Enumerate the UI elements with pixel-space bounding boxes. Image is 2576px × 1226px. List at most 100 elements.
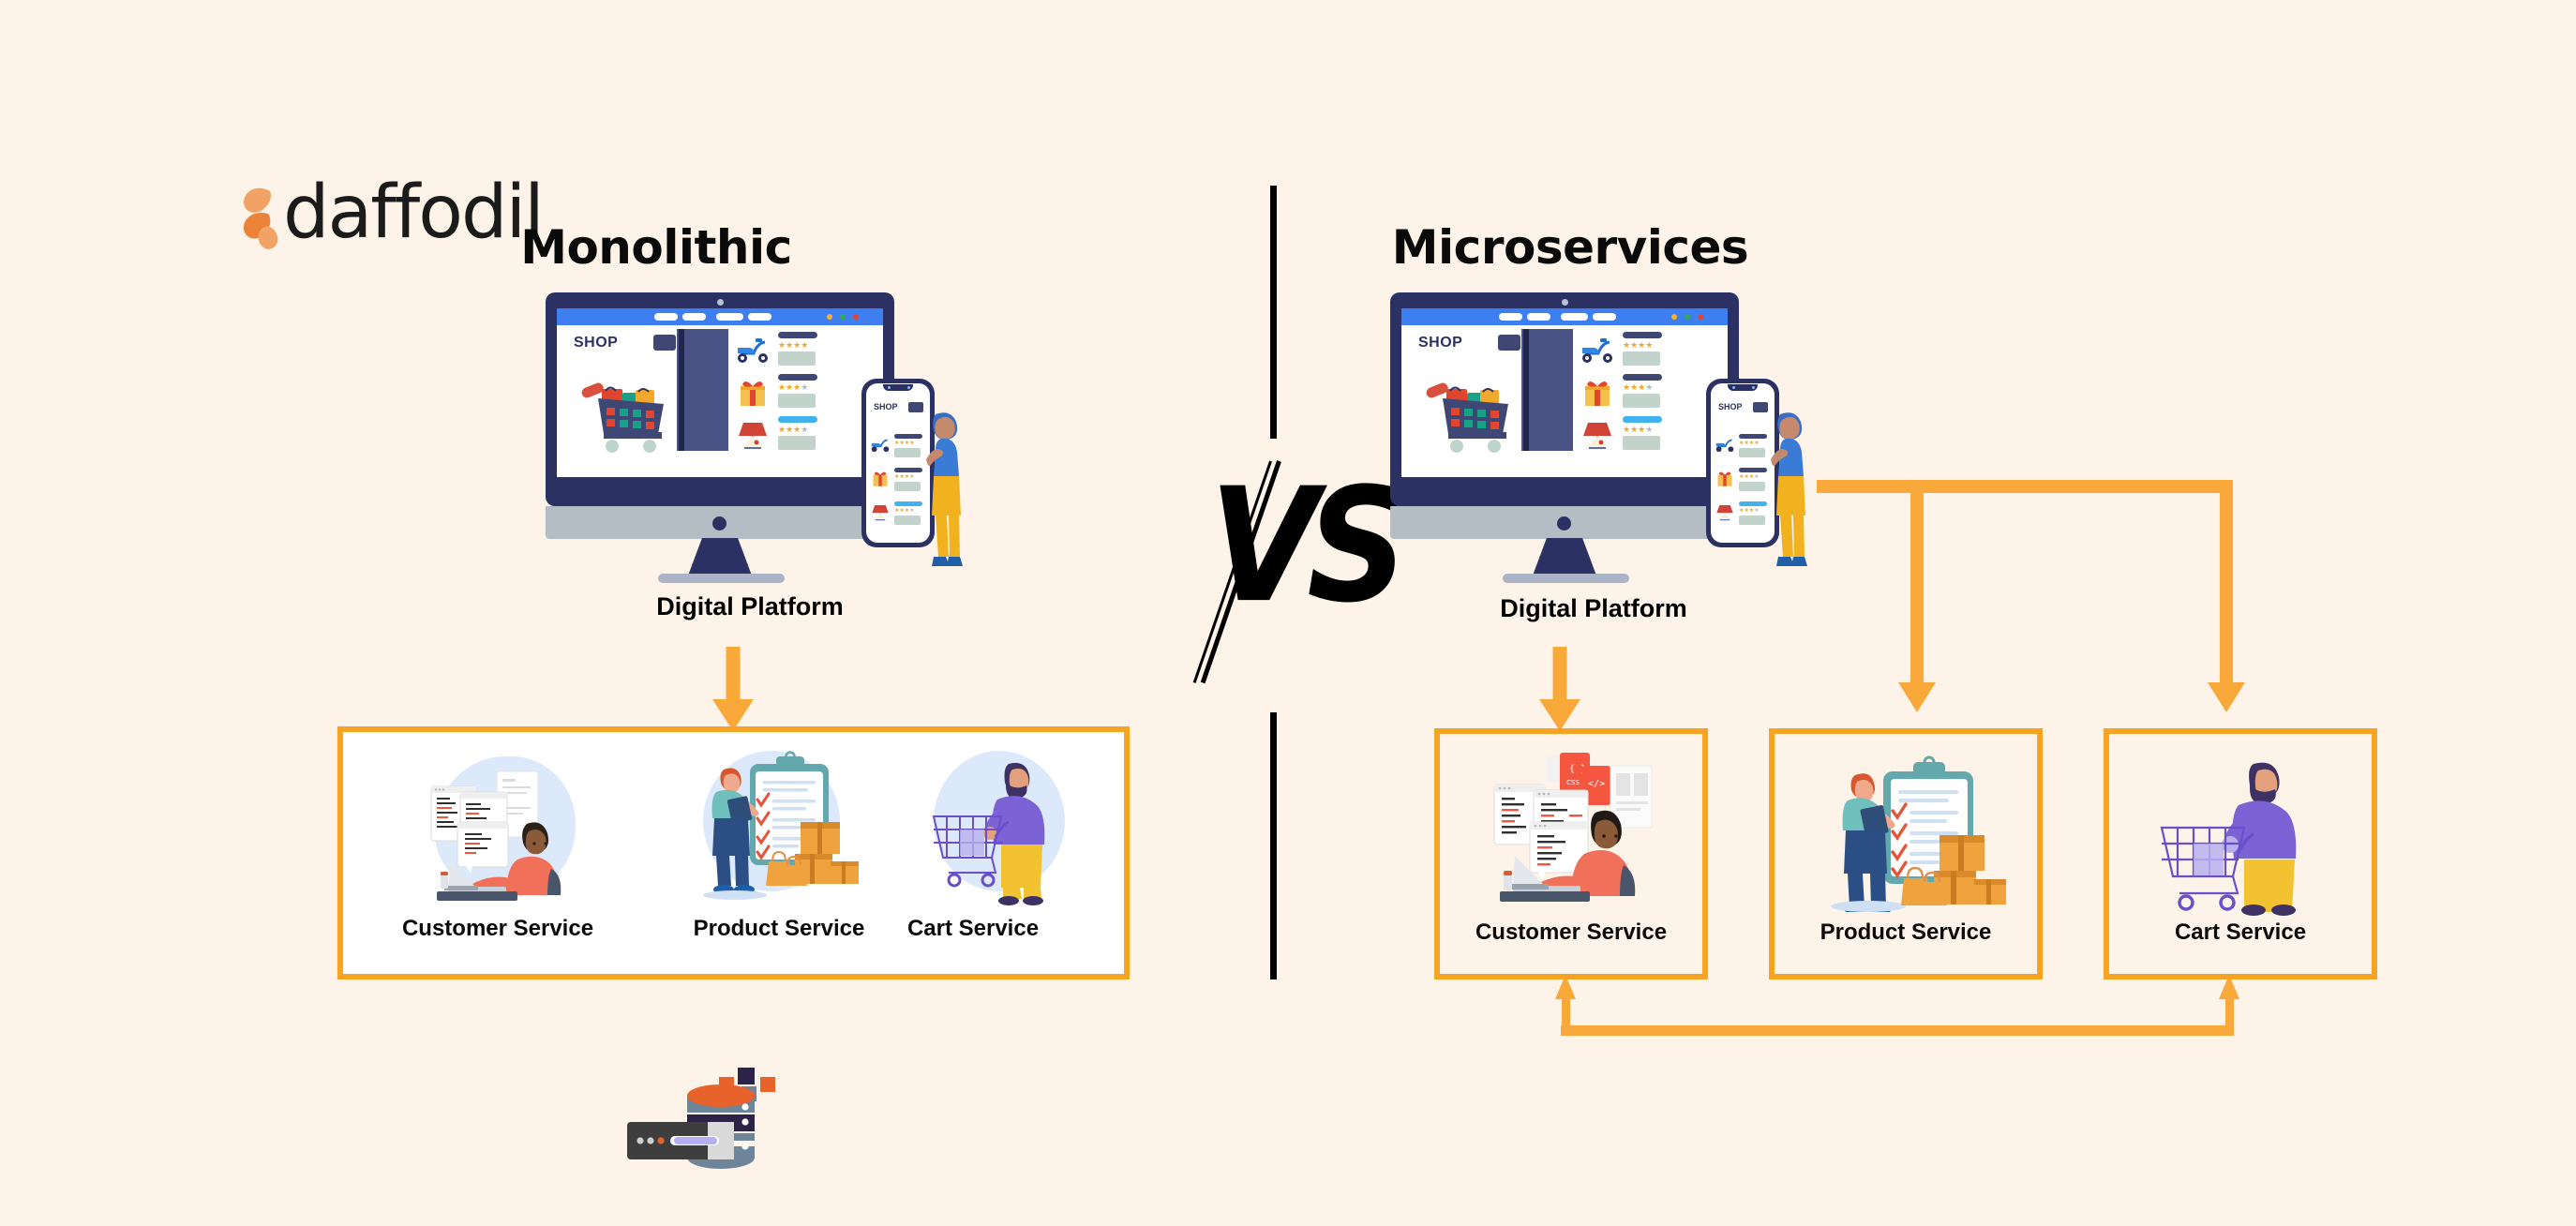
right-digital-platform-label: Digital Platform [1500,594,1687,622]
divider-line-top [1270,186,1277,439]
gift-box-icon [1585,381,1610,406]
monolithic-title: Monolithic [520,220,792,275]
service-bus-horizontal [1817,480,2233,493]
svg-text:CSS: CSS [1566,779,1580,786]
page-sidebar-block [677,329,728,451]
product-row: ★★★★ [735,415,876,453]
phone-screen: SHOP ★★★★ ★★★★ [866,383,930,543]
woman-browsing-phone-icon [1771,412,1807,566]
shop-tag-icon [1498,335,1520,351]
scooter-icon [871,439,890,453]
daffodil-petal-icon [243,187,278,249]
daffodil-logo: daffodil [242,171,545,264]
monolithic-device-illustration: SHOP [546,292,977,592]
vs-label: VS [1209,455,1408,638]
rating-stars: ★★★★ [1623,340,1654,350]
rating-stars: ★★★★ [1623,382,1654,392]
cart-service-arrow-head [2208,682,2245,712]
monitor-screen: SHOP [1401,308,1728,477]
monitor-body: SHOP [546,292,894,506]
phone-product-row: ★★★★ [1715,500,1773,528]
microservices-device-illustration: SHOP [1390,292,1821,592]
svg-text:{ }: { } [1569,764,1586,774]
gift-box-icon [741,381,765,406]
phone-shop-label: SHOP [874,402,898,411]
phone-product-row: ★★★★ [870,500,928,528]
return-right-riser [2225,994,2234,1031]
divider-line-bottom [1270,712,1277,979]
shop-tag-icon [653,335,676,351]
microservices-title: Microservices [1391,220,1749,275]
rating-stars: ★★★★ [1623,425,1654,434]
service-label: Customer Service [1475,920,1668,945]
table-lamp-icon [1583,423,1611,449]
table-lamp-icon [739,423,767,449]
cart-service-illustration [915,747,1084,911]
monitor-stand [688,538,752,576]
shop-label: SHOP [574,335,619,351]
phone-product-row: ★★★★ [870,432,928,460]
gift-box-icon [1717,471,1732,486]
service-label: Product Service [693,916,865,941]
service-return-bus [1561,1025,2234,1036]
phone-shop-label: SHOP [1718,402,1743,411]
connector-to-product-service [1910,480,1924,688]
service-label: Product Service [1820,920,1992,945]
monitor-stand [1533,538,1596,576]
service-label: Cart Service [2174,920,2307,945]
phone-product-row: ★★★★ [870,466,928,494]
return-right-arrow-head [2219,975,2239,999]
microservice-box-product: Product Service [1769,728,2043,979]
product-row: ★★★★ [1580,331,1720,368]
return-left-riser [1562,994,1570,1031]
scooter-icon [738,338,768,363]
rating-stars: ★★★★ [778,425,809,434]
product-row: ★★★★ [1580,415,1720,453]
logo-wordmark: daffodil [283,171,545,255]
monolithic-services-container: Customer Service [337,726,1130,979]
product-list: ★★★★ ★★★★ [735,331,876,457]
customer-service-illustration: { } CSS </> [1479,745,1667,912]
monitor-screen: SHOP [557,308,883,477]
rating-stars: ★★★★ [778,340,809,350]
monitor-base [658,574,785,583]
connector-to-cart-service [2220,480,2233,688]
return-left-arrow-head [1555,975,1576,999]
scooter-icon [1715,439,1734,453]
vs-badge: VS [1192,456,1408,684]
monitor-body: SHOP [1390,292,1739,506]
webcam-icon [717,299,724,306]
phone-body: SHOP ★★★★ ★★★★ [861,379,935,547]
browser-bar [1401,308,1728,325]
product-service-illustration [1808,747,2007,912]
webcam-icon [1562,299,1568,306]
phone-product-row: ★★★★ [1715,466,1773,494]
product-list: ★★★★ ★★★★ [1580,331,1720,457]
monitor-power-icon [1557,516,1571,531]
table-lamp-icon [872,505,889,521]
left-digital-platform-label: Digital Platform [656,592,844,620]
phone-tag-icon [908,402,923,412]
rating-stars: ★★★★ [778,382,809,392]
microservice-box-cart: Cart Service [2104,728,2377,979]
right-platform-down-arrow [1539,647,1580,731]
page-sidebar-block [1521,329,1573,451]
phone-tag-icon [1753,402,1768,412]
left-platform-down-arrow [712,647,754,731]
gift-box-icon [873,471,888,486]
svg-text:</>: </> [1588,779,1605,789]
monitor-base [1503,574,1629,583]
customer-service-illustration [416,751,594,910]
shopping-cart-icon [581,382,664,453]
service-label: Cart Service [906,916,1040,941]
phone-product-row: ★★★★ [1715,432,1773,460]
browser-bar [557,308,883,325]
cart-service-illustration [2141,749,2344,916]
scooter-icon [1582,338,1612,363]
woman-browsing-phone-icon [926,412,963,566]
shop-label: SHOP [1418,335,1463,351]
product-row: ★★★★ [735,331,876,368]
phone-screen: SHOP ★★★★ ★★★★ [1711,383,1775,543]
service-label: Customer Service [401,916,594,941]
phone-body: SHOP ★★★★ ★★★★ [1706,379,1779,547]
